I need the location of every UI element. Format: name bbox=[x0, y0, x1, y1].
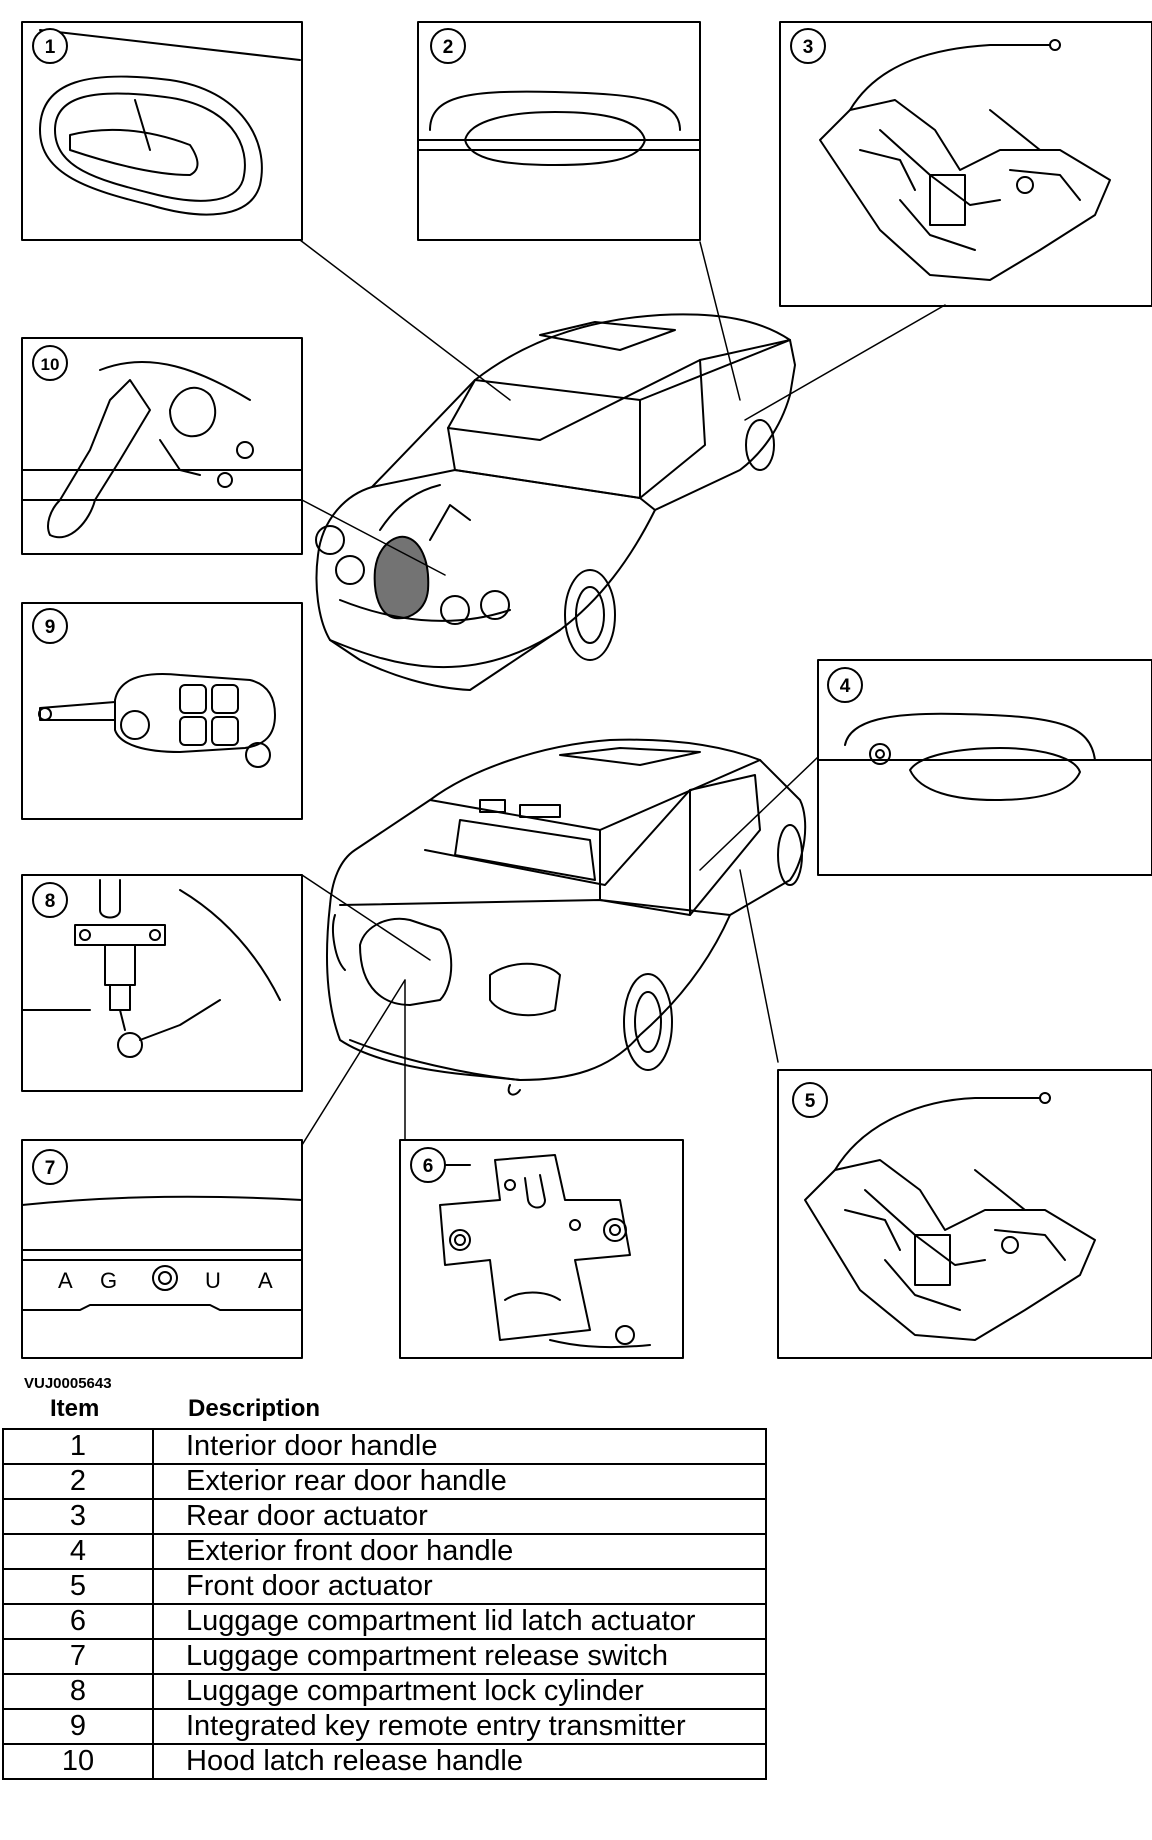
item-number: 9 bbox=[2, 1708, 154, 1745]
panel-1-interior-door-handle bbox=[21, 21, 303, 241]
panel-8-lock-cylinder bbox=[21, 874, 303, 1092]
item-description: Interior door handle bbox=[152, 1428, 767, 1465]
item-number: 10 bbox=[2, 1743, 154, 1780]
svg-text:2: 2 bbox=[443, 37, 454, 58]
item-description: Exterior front door handle bbox=[152, 1533, 767, 1570]
item-description: Hood latch release handle bbox=[152, 1743, 767, 1780]
luggage-lid-plinth bbox=[359, 917, 453, 1006]
item-description: Luggage compartment lock cylinder bbox=[152, 1673, 767, 1710]
item-number: 4 bbox=[2, 1533, 154, 1570]
table-row: 5 Front door actuator bbox=[2, 1568, 767, 1605]
panel-7-release-switch: A G U A bbox=[21, 1139, 303, 1359]
table-row: 4 Exterior front door handle bbox=[2, 1533, 767, 1570]
table-header-item: Item bbox=[50, 1395, 100, 1422]
table-row: 10 Hood latch release handle bbox=[2, 1743, 767, 1780]
panel-5-front-door-actuator bbox=[777, 1069, 1152, 1359]
table-row: 7 Luggage compartment release switch bbox=[2, 1638, 767, 1675]
front-wheel-rear-car bbox=[777, 824, 803, 886]
panel-3-rear-door-actuator bbox=[779, 21, 1152, 307]
svg-text:5: 5 bbox=[805, 1091, 816, 1112]
svg-text:7: 7 bbox=[45, 1158, 56, 1179]
svg-text:6: 6 bbox=[423, 1156, 434, 1177]
item-description: Integrated key remote entry transmitter bbox=[152, 1708, 767, 1745]
callout-3: 3 bbox=[790, 28, 826, 64]
table-row: 8 Luggage compartment lock cylinder bbox=[2, 1673, 767, 1710]
car-rear-view bbox=[326, 738, 807, 1096]
item-number: 7 bbox=[2, 1638, 154, 1675]
item-description: Luggage compartment lid latch actuator bbox=[152, 1603, 767, 1640]
table-header-description: Description bbox=[188, 1395, 321, 1422]
item-description: Rear door actuator bbox=[152, 1498, 767, 1535]
release-switch-button bbox=[152, 1265, 178, 1291]
front-grille bbox=[373, 535, 430, 620]
callout-2: 2 bbox=[430, 28, 466, 64]
figure-reference-code: VUJ0005643 bbox=[24, 1375, 112, 1392]
car-front-view bbox=[315, 313, 796, 691]
rear-wheel bbox=[623, 973, 673, 1071]
svg-text:4: 4 bbox=[840, 676, 851, 697]
callout-10: 10 bbox=[32, 345, 68, 381]
item-number: 2 bbox=[2, 1463, 154, 1500]
item-number: 8 bbox=[2, 1673, 154, 1710]
callout-1: 1 bbox=[32, 28, 68, 64]
callout-4: 4 bbox=[827, 667, 863, 703]
table-row: 6 Luggage compartment lid latch actuator bbox=[2, 1603, 767, 1640]
badge-letter-g: G bbox=[100, 1268, 117, 1293]
item-number: 5 bbox=[2, 1568, 154, 1605]
item-description: Front door actuator bbox=[152, 1568, 767, 1605]
callout-8: 8 bbox=[32, 882, 68, 918]
component-location-diagram: A G U A bbox=[21, 21, 1152, 1359]
table-row: 1 Interior door handle bbox=[2, 1428, 767, 1465]
front-wheel bbox=[564, 569, 616, 661]
badge-letter-a1: A bbox=[58, 1268, 73, 1293]
item-number: 6 bbox=[2, 1603, 154, 1640]
badge-letter-a2: A bbox=[258, 1268, 273, 1293]
svg-text:3: 3 bbox=[803, 37, 814, 58]
svg-text:10: 10 bbox=[41, 355, 60, 374]
callout-6: 6 bbox=[410, 1147, 446, 1183]
panel-4-exterior-front-door-handle bbox=[817, 659, 1152, 876]
panel-2-exterior-rear-door-handle bbox=[417, 21, 701, 241]
callout-9: 9 bbox=[32, 608, 68, 644]
headlights bbox=[315, 525, 510, 625]
svg-text:9: 9 bbox=[45, 617, 56, 638]
table-row: 2 Exterior rear door handle bbox=[2, 1463, 767, 1500]
panel-10-hood-latch-release-handle bbox=[21, 337, 303, 555]
item-number: 3 bbox=[2, 1498, 154, 1535]
callout-5: 5 bbox=[792, 1082, 828, 1118]
callout-badges: 1 2 3 4 5 6 7 8 bbox=[32, 28, 863, 1185]
item-description: Exterior rear door handle bbox=[152, 1463, 767, 1500]
rear-wheel-front-car bbox=[745, 419, 775, 471]
callout-7: 7 bbox=[32, 1149, 68, 1185]
panel-6-lid-latch-actuator bbox=[399, 1139, 684, 1359]
table-row: 3 Rear door actuator bbox=[2, 1498, 767, 1535]
item-description: Luggage compartment release switch bbox=[152, 1638, 767, 1675]
table-row: 9 Integrated key remote entry transmitte… bbox=[2, 1708, 767, 1745]
badge-letter-u: U bbox=[205, 1268, 221, 1293]
svg-text:1: 1 bbox=[45, 37, 56, 58]
component-legend-table: 1 Interior door handle 2 Exterior rear d… bbox=[2, 1428, 767, 1780]
svg-text:8: 8 bbox=[45, 891, 56, 912]
item-number: 1 bbox=[2, 1428, 154, 1465]
panel-9-remote-key-transmitter bbox=[21, 602, 303, 820]
